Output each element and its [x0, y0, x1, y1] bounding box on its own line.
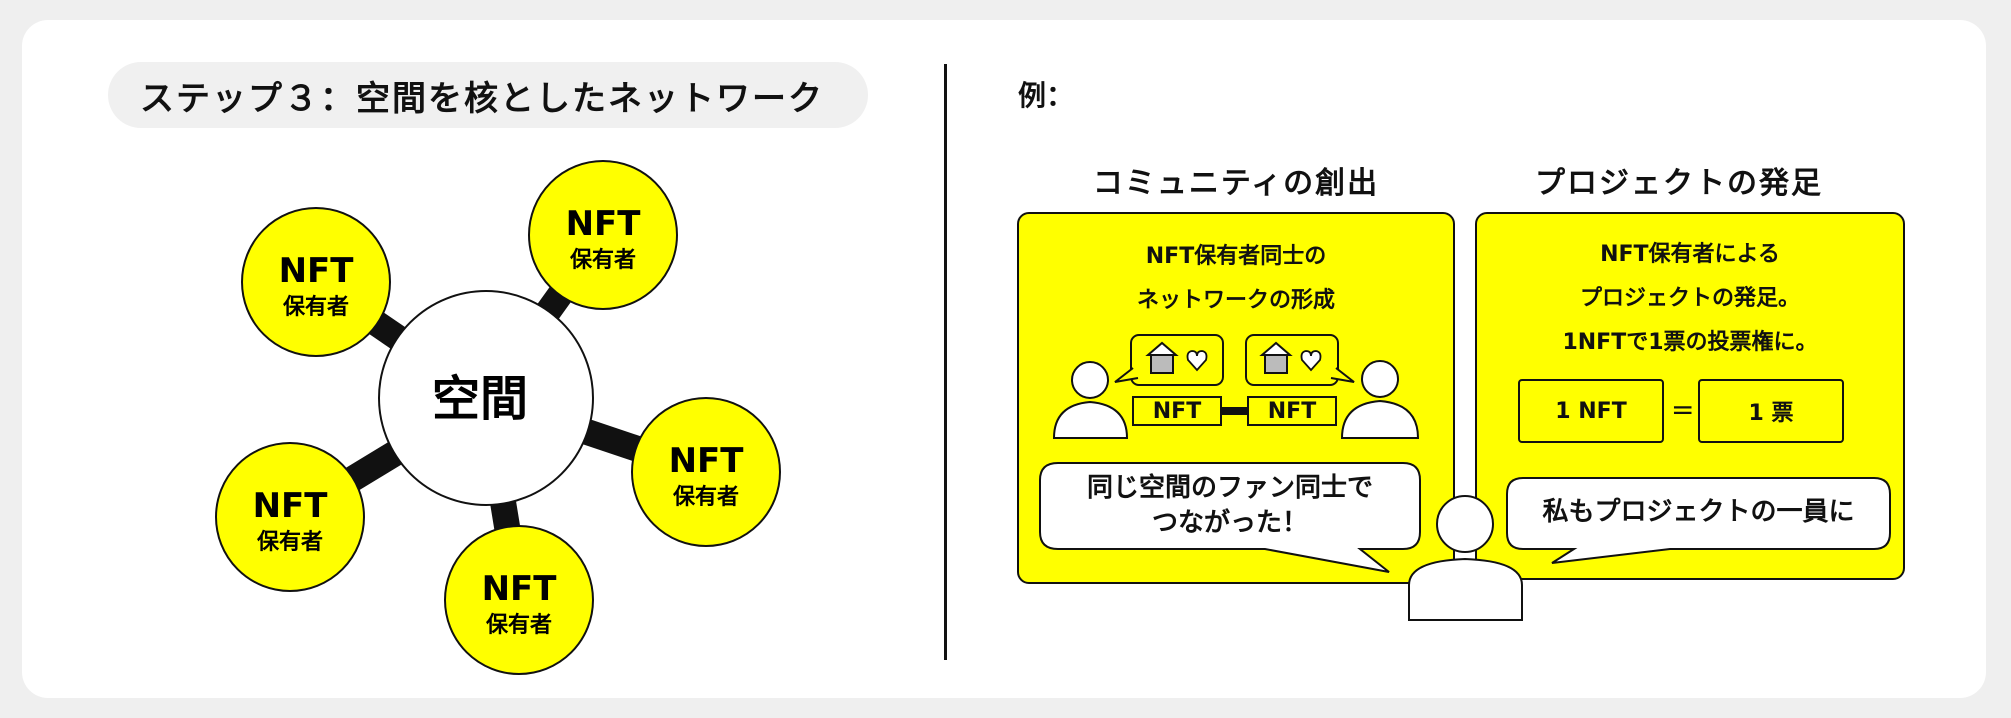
node-3-bottom: 保有者 — [672, 484, 739, 510]
community-speech-bubble — [1039, 462, 1421, 573]
project-title: プロジェクトの発足 — [1535, 166, 1823, 201]
vote-box-ticket: 1 票 — [1698, 379, 1844, 443]
nft-holder-node-4: NFT 保有者 — [215, 442, 365, 592]
community-bubble-line-1: 同じ空間のファン同士で — [1086, 473, 1373, 503]
hub-label: 空間 — [432, 371, 528, 427]
heart-icon — [1186, 350, 1208, 372]
community-desc-1: NFT保有者同士の — [1145, 244, 1327, 269]
hub-space: 空間 — [378, 290, 594, 506]
heart-icon — [1300, 350, 1322, 372]
community-desc-2: ネットワークの形成 — [1136, 288, 1335, 313]
node-5-bottom: 保有者 — [485, 612, 552, 638]
person-icon — [1340, 360, 1420, 439]
vote-box-nft: 1 NFT — [1518, 379, 1664, 443]
nft-link — [1221, 407, 1248, 415]
network-diagram: NFT 保有者 NFT 保有者 NFT 保有者 NFT 保有者 NFT 保有者 … — [215, 160, 781, 675]
project-desc-3: 1NFTで1票の投票権に。 — [1562, 330, 1818, 355]
node-4-top: NFT — [253, 486, 329, 526]
node-1-top: NFT — [279, 251, 355, 291]
nft-box-left: NFT — [1132, 396, 1222, 426]
person-icon — [1408, 495, 1523, 621]
person-icon — [1052, 361, 1129, 439]
node-2-bottom: 保有者 — [569, 247, 636, 273]
project-desc-1: NFT保有者による — [1600, 242, 1780, 267]
page-title: ステップ３：空間を核としたネットワーク — [108, 62, 868, 128]
community-bubble-line-2: つながった！ — [1151, 508, 1308, 538]
project-speech-bubble — [1506, 477, 1891, 564]
node-5-top: NFT — [482, 569, 558, 609]
section-divider — [944, 64, 947, 660]
example-label: 例： — [1018, 79, 1075, 112]
nft-holder-node-3: NFT 保有者 — [631, 397, 781, 547]
node-4-bottom: 保有者 — [256, 529, 323, 555]
equals-sign: = — [1671, 393, 1695, 426]
nft-box-right: NFT — [1247, 396, 1337, 426]
community-title: コミュニティの創出 — [1092, 166, 1380, 201]
house-icon — [1259, 341, 1293, 374]
thought-bubble-right — [1245, 334, 1355, 386]
nft-holder-node-2: NFT 保有者 — [528, 160, 678, 310]
house-icon — [1145, 341, 1179, 374]
nft-holder-node-1: NFT 保有者 — [241, 207, 391, 357]
page-title-text: ステップ３：空間を核としたネットワーク — [140, 78, 824, 119]
thought-bubble-left — [1114, 334, 1224, 386]
project-bubble-text: 私もプロジェクトの一員に — [1542, 497, 1855, 527]
node-1-bottom: 保有者 — [282, 294, 349, 320]
node-2-top: NFT — [566, 204, 642, 244]
project-desc-2: プロジェクトの発足。 — [1579, 286, 1800, 311]
node-3-top: NFT — [669, 441, 745, 481]
nft-holder-node-5: NFT 保有者 — [444, 525, 594, 675]
